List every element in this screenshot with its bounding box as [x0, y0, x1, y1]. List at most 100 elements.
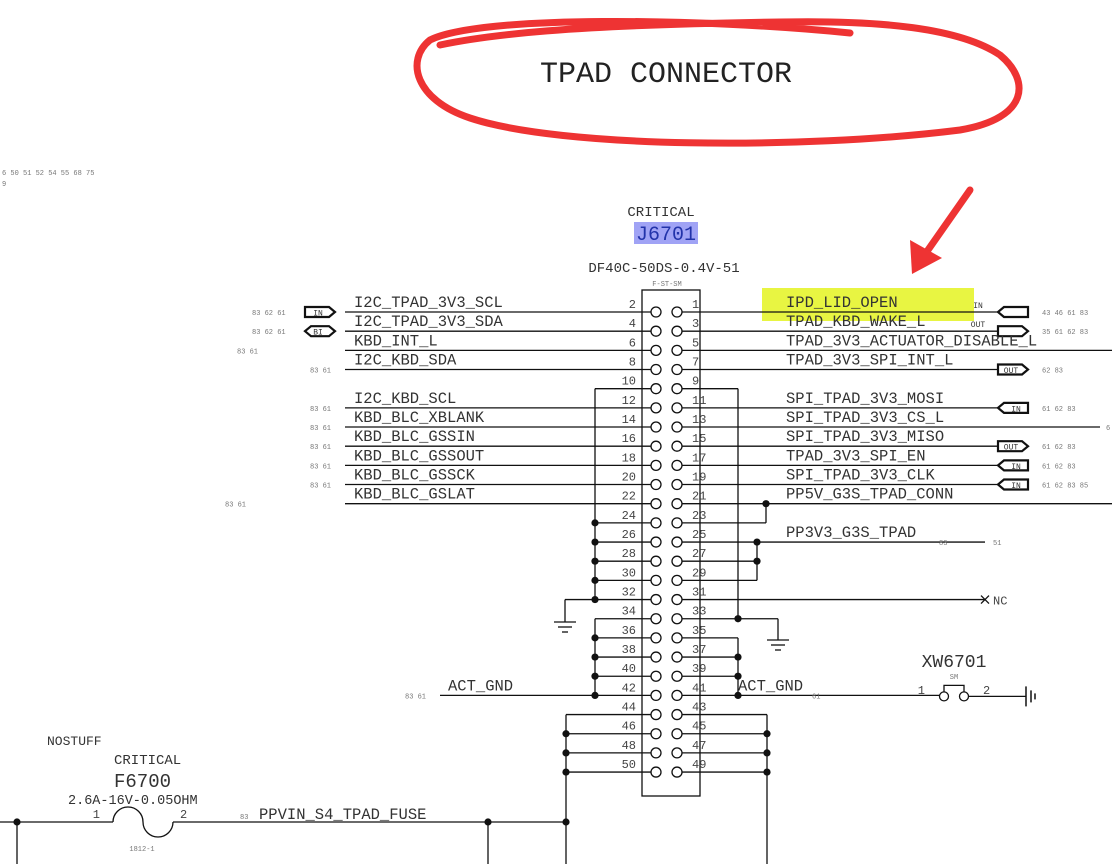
strap-pad	[958, 691, 970, 702]
pin-circle	[671, 670, 683, 682]
port-out: OUT	[996, 440, 1030, 453]
pin-number: 5	[692, 336, 699, 350]
ground-icon	[767, 639, 789, 651]
page-refs: 9	[2, 181, 6, 189]
fuse-package: 1812-1	[129, 846, 154, 854]
fuse-icon	[112, 806, 174, 838]
pin-circle	[671, 478, 683, 491]
pin-circle	[650, 632, 662, 644]
pin-number: 13	[692, 413, 706, 427]
net-label: ACT_GND	[738, 677, 803, 695]
page-refs: 83	[240, 814, 248, 822]
page-refs: 51	[993, 540, 1001, 548]
page-refs: 62 83	[1042, 368, 1063, 376]
pin-circle	[650, 325, 662, 337]
pin-circle	[650, 555, 662, 567]
junction-dot	[562, 768, 570, 776]
pin-circle	[671, 747, 683, 759]
port-label: BI	[313, 329, 323, 338]
pin-circle	[650, 363, 662, 376]
pin-circle	[650, 498, 662, 510]
port-in: IN	[996, 401, 1030, 414]
pin-number: 14	[622, 413, 636, 427]
pin-number: 32	[622, 586, 636, 600]
no-connect-icon	[980, 595, 990, 605]
net-label: I2C_TPAD_3V3_SCL	[354, 294, 503, 312]
pin-circle	[650, 574, 662, 587]
pin-circle	[671, 306, 683, 318]
pin-number: 33	[692, 605, 706, 619]
pin-number: 1	[93, 808, 100, 822]
junction-dot	[591, 672, 599, 680]
pin-circle	[671, 651, 683, 663]
pin-number: 7	[692, 356, 699, 370]
pin-circle	[650, 440, 662, 452]
pin-number: 40	[622, 662, 636, 676]
pin-number: 26	[622, 528, 636, 542]
pin-number: 29	[692, 566, 706, 580]
page-refs: 83 61	[310, 368, 331, 376]
pin-circle	[671, 728, 683, 740]
port-in	[996, 305, 1030, 319]
pin-circle	[650, 689, 662, 702]
port-label: OUT	[1004, 367, 1019, 376]
pin-number: 39	[692, 662, 706, 676]
strap-pad	[938, 691, 950, 702]
net-label: I2C_KBD_SCL	[354, 390, 456, 408]
port-label: OUT	[1004, 444, 1019, 453]
pin-circle	[650, 670, 662, 682]
pin-circle	[650, 766, 662, 778]
pin-number: 27	[692, 547, 706, 561]
port-shape	[996, 325, 1030, 338]
pin-circle	[650, 728, 662, 740]
pin-number: 44	[622, 701, 636, 715]
pin-number: 48	[622, 739, 636, 753]
net-label: KBD_BLC_GSSOUT	[354, 447, 484, 465]
pin-number: 21	[692, 490, 706, 504]
page-title: TPAD CONNECTOR	[540, 58, 792, 92]
pin-number: 30	[622, 566, 636, 580]
page-refs: 61	[812, 693, 820, 701]
annotation-circle	[413, 17, 1023, 147]
net-label: TPAD_3V3_SPI_INT_L	[786, 352, 953, 370]
page-refs: 35 61 62 83	[1042, 329, 1088, 337]
net-label: SPI_TPAD_3V3_MISO	[786, 428, 944, 446]
pin-circle	[650, 593, 662, 606]
page-refs: 61 62 83	[1042, 444, 1076, 452]
junction-dot	[591, 519, 599, 527]
pin-circle	[650, 613, 662, 625]
pin-number: 28	[622, 547, 636, 561]
junction-dot	[562, 730, 570, 738]
pin-circle	[650, 306, 662, 318]
pin-number: 18	[622, 451, 636, 465]
pin-circle	[671, 708, 683, 721]
pin-circle	[671, 517, 683, 529]
pin-number: 1	[918, 684, 925, 698]
page-refs: 83 61	[405, 693, 426, 701]
pin-number: 12	[622, 394, 636, 408]
pin-circle	[671, 498, 683, 510]
page-refs: 83 61	[237, 348, 258, 356]
page-refs: 83 61	[225, 502, 246, 510]
pin-number: 16	[622, 432, 636, 446]
page-refs: 6 50 51 52 54 55 68 75	[2, 170, 94, 178]
pin-number: 50	[622, 758, 636, 772]
pin-circle	[671, 421, 683, 433]
pin-number: 2	[983, 684, 990, 698]
port-out: OUT	[996, 363, 1030, 376]
strap-footprint: SM	[950, 674, 958, 682]
critical-label: CRITICAL	[114, 753, 181, 769]
annotation-arrow	[924, 186, 974, 254]
port-label: IN	[1011, 482, 1021, 491]
net-label: KBD_BLC_XBLANK	[354, 409, 485, 427]
port-label: IN	[1011, 405, 1021, 414]
pin-circle	[671, 325, 683, 337]
pin-circle	[650, 708, 662, 721]
page-refs: 43 46 61 83	[1042, 310, 1088, 318]
pin-number: 3	[692, 317, 699, 331]
page-refs: 6	[1106, 425, 1110, 433]
chassis-ground-icon	[1025, 686, 1036, 707]
pin-number: 37	[692, 643, 706, 657]
pin-number: 49	[692, 758, 706, 772]
pin-number: 38	[622, 643, 636, 657]
